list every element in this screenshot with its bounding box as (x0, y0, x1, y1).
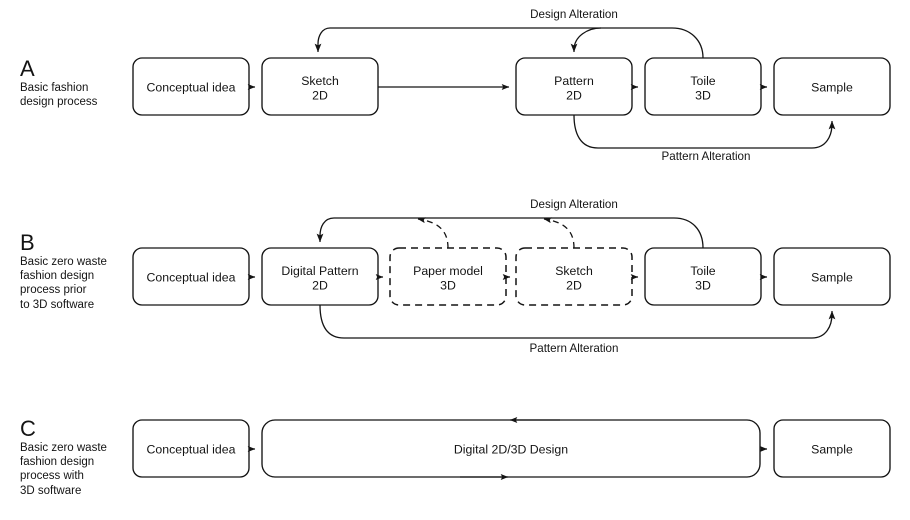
box-a-pattern-label-line1: Pattern (554, 74, 594, 88)
row-description-b: Basic zero waste fashion design process … (20, 255, 138, 312)
feedback-b-design-alteration-label: Design Alteration (530, 198, 618, 211)
row-description-c-line-2: fashion design (20, 456, 95, 469)
box-a-pattern: Pattern 2D (515, 57, 633, 116)
box-a-sketch: Sketch 2D (261, 57, 379, 116)
box-a-toile-label-line1: Toile (690, 74, 715, 88)
box-b-conceptual-idea-label: Conceptual idea (147, 271, 236, 285)
row-description-a: Basic fashion design process (20, 81, 138, 109)
feedback-b-pattern-alteration-label: Pattern Alteration (530, 342, 619, 355)
row-label-a: A Basic fashion design process (20, 58, 138, 109)
box-a-toile: Toile 3D (644, 57, 762, 116)
feedback-a-pattern-alteration (573, 114, 836, 149)
box-b-sketch: Sketch 2D (515, 247, 633, 306)
box-b-sketch-label-line2: 2D (566, 279, 582, 293)
box-c-conceptual-idea: Conceptual idea (132, 419, 250, 478)
box-b-toile-label-line1: Toile (690, 264, 715, 278)
box-b-digital-pattern-label-line2: 2D (312, 279, 328, 293)
box-b-toile-label-line2: 3D (695, 279, 711, 293)
box-c-digital-design-label: Digital 2D/3D Design (454, 443, 568, 457)
box-c-conceptual-idea-label: Conceptual idea (147, 443, 236, 457)
box-b-digital-pattern-label-line1: Digital Pattern (281, 264, 358, 278)
box-a-toile-label-line2: 3D (695, 89, 711, 103)
box-a-sample-label: Sample (811, 81, 853, 95)
feedback-b-pattern-alteration (319, 304, 836, 339)
row-description-c-line-1: Basic zero waste (20, 442, 107, 454)
box-a-sample-shape (773, 57, 891, 116)
row-c-group: Conceptual idea Digital 2D/3D Design Sam… (132, 417, 891, 480)
box-a-pattern-label-line2: 2D (566, 89, 582, 103)
row-letter-b: B (20, 230, 35, 255)
box-b-sample: Sample (773, 247, 891, 306)
box-c-digital-design: Digital 2D/3D Design (261, 417, 761, 480)
row-description-c-line-3: process with (20, 470, 84, 483)
row-letter-c: C (20, 416, 36, 441)
row-label-b: B Basic zero waste fashion design proces… (20, 232, 138, 312)
row-description-b-line-1: Basic zero waste (20, 256, 107, 268)
box-b-paper-model-label-line1: Paper model (413, 264, 483, 278)
row-description-b-line-2: fashion design (20, 270, 95, 283)
box-c-sample-label: Sample (811, 443, 853, 457)
feedback-a-design-alteration-label: Design Alteration (530, 8, 618, 21)
box-c-sample: Sample (773, 419, 891, 478)
box-b-conceptual-idea: Conceptual idea (132, 247, 250, 306)
box-a-sample: Sample (773, 57, 891, 116)
row-b-group: Conceptual idea Digital Pattern 2D Paper… (132, 198, 891, 355)
box-a-sketch-label-line1: Sketch (301, 74, 339, 88)
box-c-sample-shape (773, 419, 891, 478)
feedback-a-design-alteration-to-sketch (314, 27, 704, 59)
row-description-b-line-3: process prior (20, 284, 87, 297)
feedback-b-sketch-dashed-branch (543, 217, 575, 249)
feedback-b-design-alteration-to-digital-pattern (316, 217, 704, 249)
box-b-sample-label: Sample (811, 271, 853, 285)
box-b-paper-model: Paper model 3D (389, 247, 507, 306)
box-b-digital-pattern: Digital Pattern 2D (261, 247, 379, 306)
box-b-sketch-label-line1: Sketch (555, 264, 593, 278)
row-description-c-line-4: 3D software (20, 484, 82, 497)
row-description-b-line-4: to 3D software (20, 298, 95, 311)
row-description-a-line-1: Basic fashion (20, 82, 89, 94)
row-description-c: Basic zero waste fashion design process … (20, 441, 138, 498)
row-description-a-line-2: design process (20, 96, 98, 109)
box-a-conceptual-idea: Conceptual idea (132, 57, 250, 116)
box-a-conceptual-idea-label: Conceptual idea (147, 81, 236, 95)
box-b-paper-model-label-line2: 3D (440, 279, 456, 293)
row-letter-a: A (20, 56, 35, 81)
box-a-sketch-label-line2: 2D (312, 89, 328, 103)
feedback-a-pattern-alteration-label: Pattern Alteration (662, 150, 751, 163)
feedback-b-paper-model-dashed-branch (417, 217, 449, 249)
row-a-group: Conceptual idea Sketch 2D Pattern 2D Toi… (132, 8, 891, 163)
box-b-toile: Toile 3D (644, 247, 762, 306)
row-label-c: C Basic zero waste fashion design proces… (20, 418, 138, 498)
box-b-sample-shape (773, 247, 891, 306)
feedback-a-design-alteration-to-pattern (570, 27, 602, 53)
